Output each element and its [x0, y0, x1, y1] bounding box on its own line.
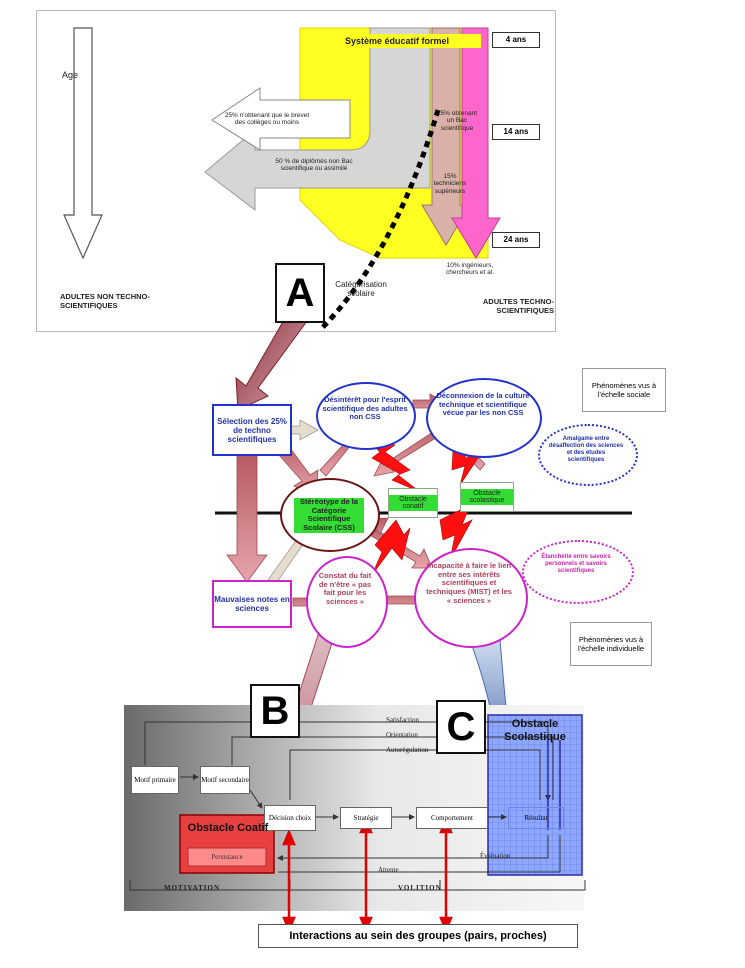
phen-sociale-box: Phénomènes vus à l'échelle sociale [582, 368, 666, 412]
age-4-box: 4 ans [492, 32, 540, 48]
persistance-label: Persistance [211, 853, 243, 861]
constat-text: Constat du fait de n'être « pas fait pou… [318, 571, 372, 606]
deconnexion-text: Déconnexion de la culture technique et s… [436, 391, 530, 418]
strategie-box: Stratégie [340, 807, 392, 829]
incapacite-ellipse [414, 548, 528, 648]
desinteret-ellipse [316, 382, 416, 450]
white-arrow-brevet [211, 87, 351, 151]
stereotype-text: Stéréotype de la Catégorie Scientifique … [294, 497, 364, 533]
age-24-box: 24 ans [492, 232, 540, 248]
pink-arrow [451, 27, 501, 259]
constat-ellipse [306, 556, 388, 648]
age-label: Age [62, 70, 79, 80]
selection-text: Sélection des 25% de techno scientifique… [217, 416, 287, 444]
etancheite-ellipse [522, 540, 634, 604]
amalgame-ellipse [538, 424, 638, 486]
desinteret-text: Désintérêt pour l'esprit scientifique de… [322, 395, 408, 422]
dotted-line [318, 109, 441, 332]
satisfaction-label: Satisfaction [386, 716, 420, 724]
obstacle-scolastique-text: Obstacle scolastique [461, 489, 513, 505]
volition-label: VOLITION [398, 884, 442, 892]
obstacle-scolastique-box: Obstacle scolastique [460, 482, 514, 512]
incapacite-text: Incapacité à faire le lien entre ses int… [426, 561, 512, 605]
bottom-panel [124, 705, 586, 911]
motif-secondaire-text: Motif secondaire [201, 776, 249, 784]
resultat-box: Résultat [508, 807, 564, 829]
bacsci-text: 25% obtenant un Bac scientifique [436, 110, 478, 132]
motif-primaire-text: Motif primaire [134, 776, 176, 784]
obstacle-conatif-text: Obstacle conatif [389, 495, 437, 511]
nonbac-text: 50 % de diplômés non Bac scientifique ou… [275, 158, 353, 173]
adultes-non-label: ADULTES NON TECHNO-SCIENTIFIQUES [60, 292, 150, 310]
categorisation-text: Catégorisation scolaire [335, 280, 387, 299]
obstacle-coatif-label: Obstacle Coatif [187, 822, 269, 834]
motif-primaire-box: Motif primaire [131, 766, 179, 794]
attente-label: Attente [378, 866, 399, 874]
amalgame-text: Amalgame entre désaffection des sciences… [548, 436, 624, 463]
letter-b: B [250, 684, 300, 738]
phen-indiv-text: Phénomènes vus à l'échelle individuelle [577, 635, 645, 653]
mauvaises-box: Mauvaises notes en sciences [212, 580, 292, 628]
letter-a: A [275, 263, 325, 323]
comportement-box: Comportement [416, 807, 488, 829]
brevet-text: 25% n'obtenant que le brevet des collège… [224, 112, 310, 127]
interactions-box: Interactions au sein des groupes (pairs,… [258, 924, 578, 948]
obstacle-conatif-box: Obstacle conatif [388, 488, 438, 518]
phen-indiv-box: Phénomènes vus à l'échelle individuelle [570, 622, 652, 666]
motif-secondaire-box: Motif secondaire [200, 766, 250, 794]
age-14-box: 14 ans [492, 124, 540, 140]
decision-text: Décision choix [268, 814, 312, 822]
phen-sociale-text: Phénomènes vus à l'échelle sociale [591, 381, 657, 399]
deconnexion-ellipse [426, 378, 542, 458]
evaluation-label: Évaluation [480, 852, 511, 860]
orientation-label: Orientation [386, 731, 418, 739]
adultes-techno-label: ADULTES TECHNO-SCIENTIFIQUES [482, 297, 554, 315]
techniciens-text: 15% techniciens supérieurs [433, 173, 467, 195]
letter-c: C [436, 700, 486, 754]
decision-box: Décision choix [264, 805, 316, 831]
etancheite-text: Étanchéité entre savoirs personnels et s… [541, 554, 611, 574]
selection-box: Sélection des 25% de techno scientifique… [212, 404, 292, 456]
mauvaises-text: Mauvaises notes en sciences [214, 595, 290, 613]
systeme-label: Système éducatif formel [313, 34, 481, 48]
autoregulation-label: Autorégulation [386, 746, 429, 754]
grey-curved-arrow [204, 27, 431, 212]
ingenieurs-text: 10% ingénieurs, chercheurs et al. [445, 262, 495, 277]
age-arrow [63, 27, 103, 260]
motivation-label: MOTIVATION [164, 884, 221, 892]
obstacle-scolastique-big: Obstacle Scolastique [504, 718, 566, 743]
